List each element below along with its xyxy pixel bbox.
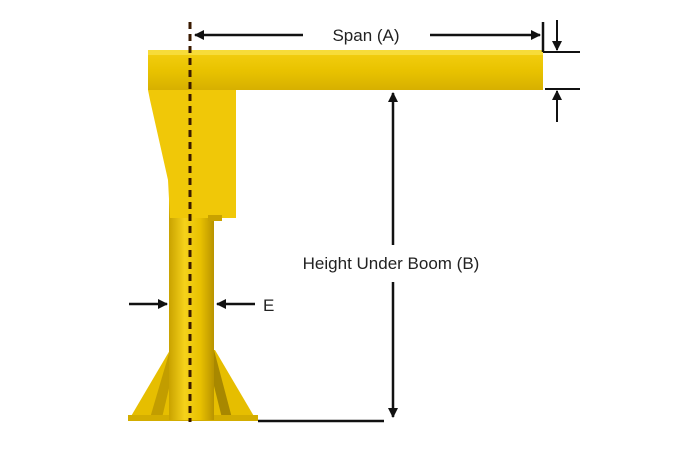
column-width-label: E (263, 296, 274, 315)
span-label: Span (A) (332, 26, 399, 45)
height-dimension (258, 92, 398, 423)
boom-depth-dimension (543, 20, 580, 122)
boom (148, 50, 543, 90)
span-dimension (194, 22, 545, 52)
height-label: Height Under Boom (B) (303, 254, 480, 273)
boom-bracket (148, 90, 236, 218)
